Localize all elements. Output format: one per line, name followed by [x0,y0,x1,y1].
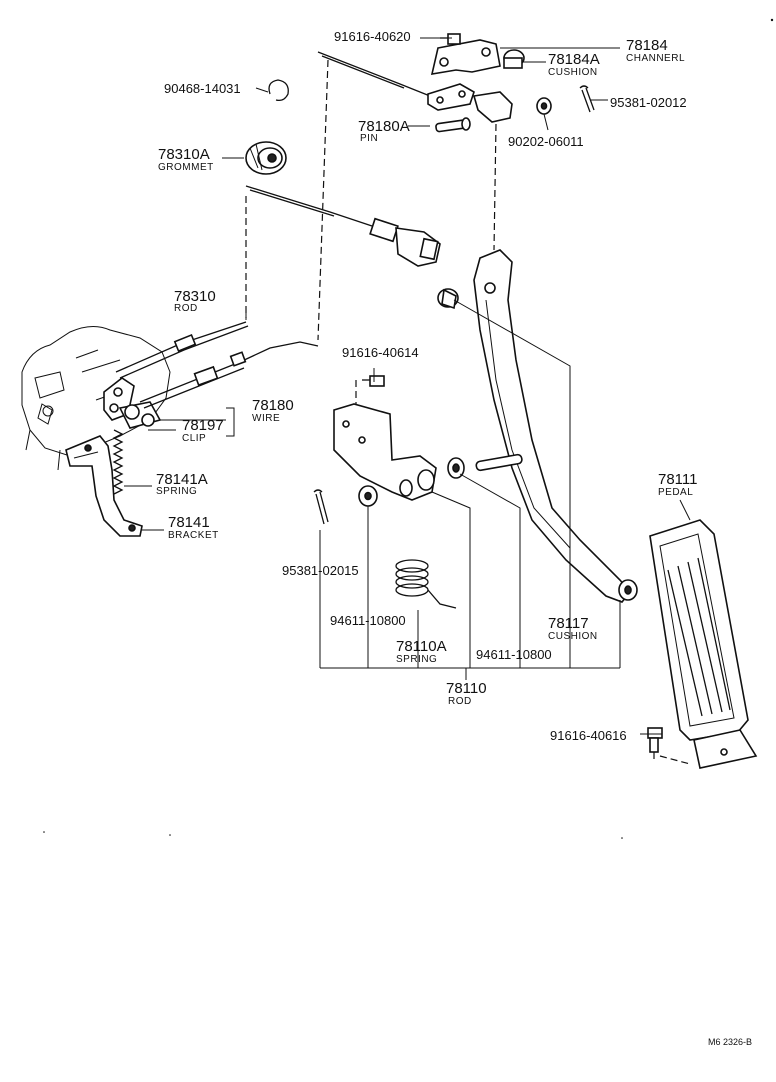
label-91616-40614: 91616-40614 [342,345,419,360]
label-78180A: 78180A [358,118,410,135]
diagram-code: M6 2326-B [708,1037,752,1047]
engine-block-icon [21,326,171,471]
pin-icon [435,117,471,133]
label-78184: 78184 [626,37,668,54]
label-91616-40620: 91616-40620 [334,29,411,44]
label-78110-name: ROD [448,696,472,707]
label-78184-name: CHANNERL [626,53,685,64]
e-clip-icon [268,79,289,102]
washer-icon [536,97,552,115]
cotter-pin-icon [579,85,595,113]
label-78111: 78111 [658,471,698,488]
label-95381-02012: 95381-02012 [610,95,687,110]
label-94611-10800-b: 94611-10800 [476,647,552,662]
label-78117-name: CUSHION [548,631,598,642]
label-78184A-name: CUSHION [548,67,598,78]
label-91616-40616: 91616-40616 [550,728,627,743]
label-78310A-name: GROMMET [158,162,214,173]
label-78117: 78117 [548,615,589,632]
pedal-rod-icon [473,249,638,603]
label-78310A: 78310A [158,146,210,163]
grommet-icon [245,141,287,175]
hinge-bracket-icon [333,403,437,501]
bolt-icon [362,375,385,387]
cushion-icon [503,49,525,69]
label-78197-name: CLIP [182,433,206,444]
cable-wire-icon [115,51,441,409]
accelerator-pedal-icon [649,519,758,769]
label-95381-02015: 95381-02015 [282,563,359,578]
label-78110: 78110 [446,680,487,697]
bolt-icon [647,727,663,753]
scan-dots [43,18,774,839]
label-78310-name: ROD [174,303,198,314]
label-78180-name: WIRE [252,413,280,424]
label-78110A-name: SPRING [396,654,437,665]
pin-icon [475,453,523,472]
label-94611-10800-a: 94611-10800 [330,613,406,628]
label-78197: 78197 [182,417,224,434]
label-78184A: 78184A [548,51,600,68]
return-spring-icon [112,429,124,495]
label-78110A: 78110A [396,638,447,655]
label-78180A-name: PIN [360,133,378,144]
throttle-link-icon [103,377,162,429]
cotter-pin-icon [313,489,329,525]
label-78141: 78141 [168,514,210,531]
bolt-icon [440,33,461,45]
label-78141-name: BRACKET [168,530,219,541]
bracket-icon [65,435,143,537]
label-78180: 78180 [252,397,294,414]
cushion-icon [437,288,459,310]
label-78310: 78310 [174,288,216,305]
label-78141A-name: SPRING [156,486,197,497]
label-78111-name: PEDAL [658,487,693,498]
channel-bracket-icon [427,39,513,123]
label-90202-06011: 90202-06011 [508,134,584,149]
label-78141A: 78141A [156,471,208,488]
label-90468-14031: 90468-14031 [164,81,241,96]
leader-lines [124,37,691,765]
washer-icon [447,457,465,479]
washer-icon [358,485,378,507]
return-spring-icon [395,559,457,609]
